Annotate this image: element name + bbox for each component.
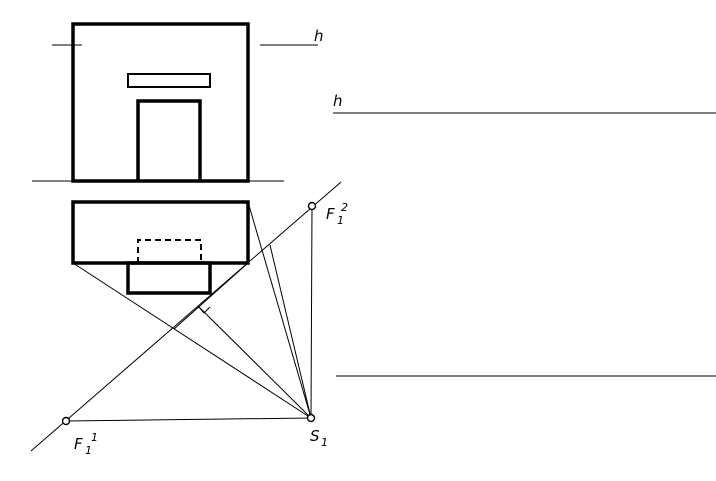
- horizon-label-right: h: [333, 92, 343, 110]
- svg-text:2: 2: [341, 201, 348, 214]
- plan-door-hidden: [137, 239, 202, 263]
- svg-text:F: F: [326, 205, 335, 223]
- point-s1: [306, 413, 316, 423]
- ray-to-vanishing-2: [269, 244, 312, 419]
- projection-rays: [72, 201, 312, 419]
- label-f1-1: F 1 1: [74, 431, 98, 457]
- ray-perpendicular: [197, 305, 312, 419]
- lintel-slab: [127, 73, 211, 88]
- svg-text:1: 1: [91, 431, 98, 444]
- plan-view: [71, 200, 250, 295]
- svg-text:1: 1: [85, 444, 92, 457]
- front-elevation: [71, 22, 250, 183]
- label-s1: S 1: [310, 427, 328, 449]
- plan-outline: [71, 200, 250, 265]
- horizon-label-front: h: [314, 27, 324, 45]
- line-station-to-f1-2: [310, 205, 313, 419]
- ray-right-corner: [247, 201, 312, 419]
- svg-text:F: F: [74, 435, 83, 453]
- svg-text:1: 1: [337, 214, 344, 227]
- svg-text:1: 1: [321, 436, 328, 449]
- point-f1-1: [61, 416, 71, 426]
- point-f1-2: [307, 201, 317, 211]
- door-opening: [136, 99, 202, 181]
- ray-left-corner: [72, 262, 312, 419]
- line-station-to-f1-1: [65, 417, 312, 422]
- right-angle-marker: [197, 305, 211, 314]
- label-f1-2: F 1 2: [326, 201, 348, 227]
- svg-text:S: S: [310, 427, 320, 445]
- picture-plane-trace: [30, 181, 342, 452]
- ray-plan-corner: [173, 262, 249, 330]
- plan-porch: [126, 261, 212, 295]
